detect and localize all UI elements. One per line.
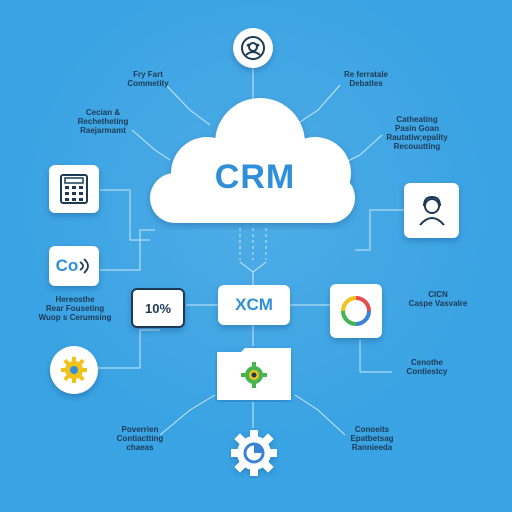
headset-person-icon[interactable] [233, 28, 273, 68]
co-signal-tile[interactable]: Co [49, 246, 99, 286]
crm-title: CRM [214, 158, 296, 196]
label-bottom-left: Poverrien Contiactting chaeas [116, 425, 164, 452]
gear-chart-icon[interactable] [229, 428, 279, 478]
hub-label: XCM [235, 295, 273, 314]
label-left-middle: Hereosthe Rear Fouseting Wuop s Cerumsin… [38, 295, 112, 322]
co-text: Co [55, 256, 79, 275]
label-top-right: Re ferratale Debatles [343, 70, 389, 88]
folder-gear-icon[interactable] [215, 346, 293, 402]
color-ring-icon[interactable] [330, 284, 382, 338]
label-right-lower: Cenothe Contiestcy [406, 358, 448, 376]
calculator-icon[interactable] [49, 165, 99, 213]
gear-icon[interactable] [50, 346, 98, 394]
label-top-left: Fry Fart Commetity [127, 70, 169, 88]
label-bottom-right: Conoeits Epatbetsag Rannieeda [350, 425, 394, 452]
percent-value: 10% [144, 300, 172, 316]
label-mid-left: Cecian & Rechetheting Raejarmamt [77, 108, 129, 135]
label-right-middle: CICN Caspe Vasvalre [408, 290, 468, 308]
percent-tile[interactable]: 10% [131, 288, 185, 328]
customer-icon[interactable] [404, 183, 459, 238]
wifi-signal-icon [79, 258, 90, 274]
crm-cloud[interactable] [145, 95, 365, 230]
hub-box[interactable]: XCM [218, 285, 290, 325]
label-mid-right: Catheating Pasin Goan Rautatiw;epality R… [386, 115, 448, 151]
